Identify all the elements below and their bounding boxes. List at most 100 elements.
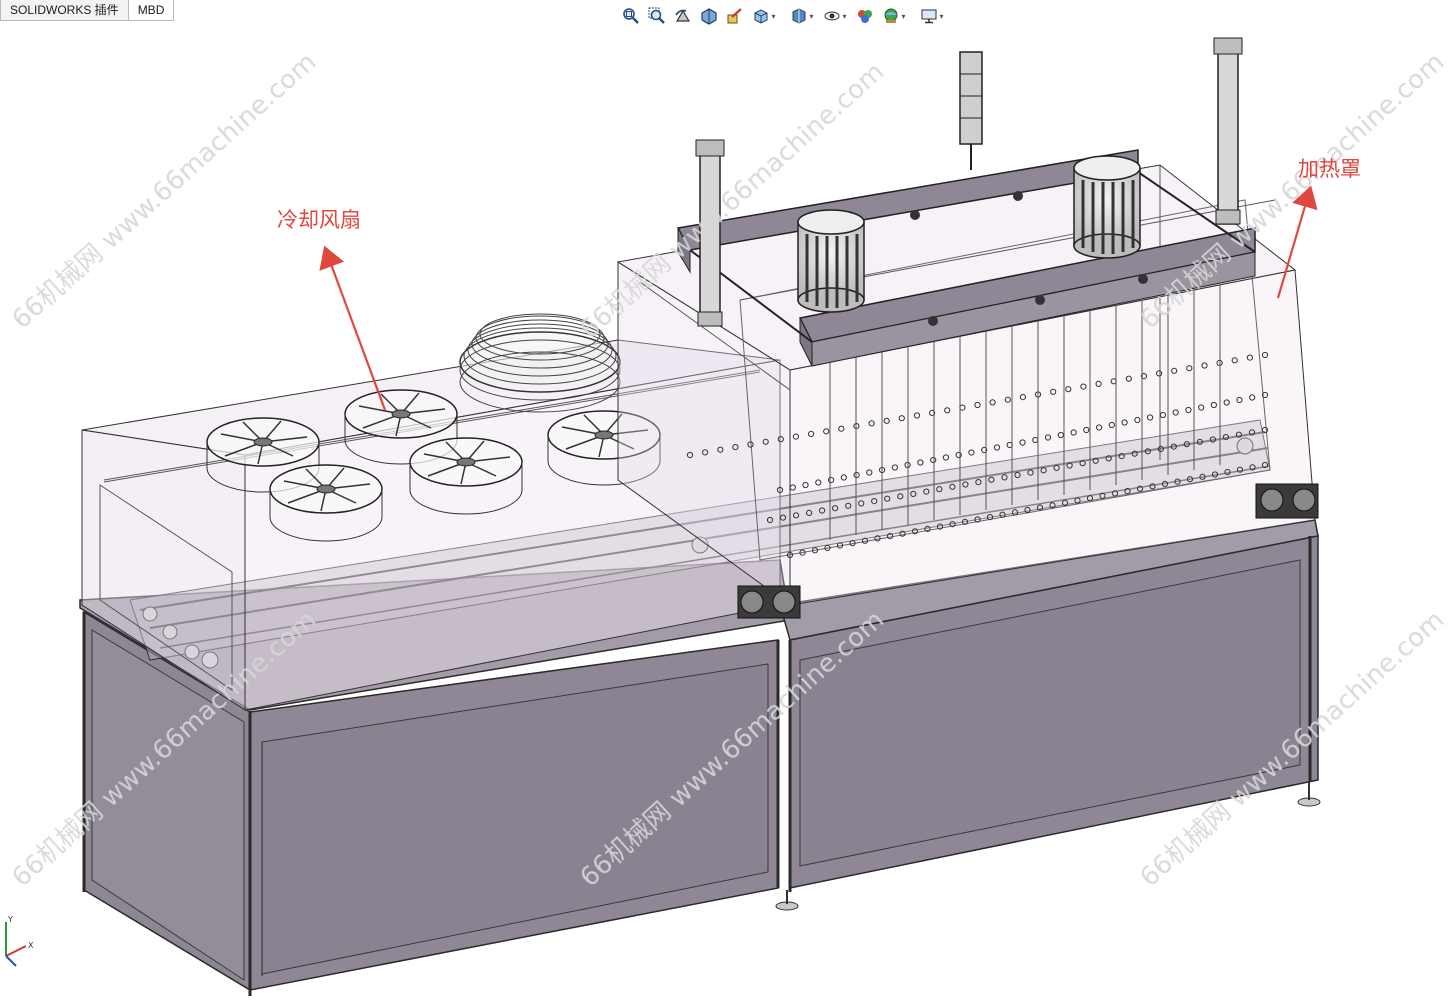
perforation-hole bbox=[1236, 466, 1244, 473]
perforation-hole bbox=[1161, 480, 1169, 487]
reference-triad: X Y bbox=[5, 915, 34, 967]
perforation-hole bbox=[840, 474, 847, 481]
previous-view-button[interactable] bbox=[670, 5, 695, 27]
dynamic-annotation-button[interactable] bbox=[722, 5, 747, 27]
view-settings-button[interactable]: ▾ bbox=[916, 5, 948, 27]
perforation-hole bbox=[1249, 394, 1256, 401]
perforation-hole bbox=[1183, 441, 1190, 448]
hide-show-items-button[interactable]: ▾ bbox=[819, 5, 851, 27]
perforation-hole bbox=[1170, 443, 1177, 450]
perforation-hole bbox=[1050, 388, 1057, 395]
perforation-hole bbox=[999, 511, 1006, 518]
perforation-hole bbox=[949, 521, 956, 528]
zoom-to-fit-button[interactable] bbox=[618, 5, 643, 27]
perforation-hole bbox=[811, 547, 819, 554]
signal-tower bbox=[959, 51, 983, 170]
edit-appearance-button[interactable] bbox=[852, 5, 877, 27]
perforation-hole bbox=[1144, 448, 1151, 455]
perforation-hole bbox=[1159, 411, 1167, 419]
perforation-hole bbox=[1095, 380, 1102, 387]
perforation-hole bbox=[838, 425, 845, 432]
perforation-hole bbox=[883, 417, 890, 424]
fan-1 bbox=[206, 417, 320, 493]
zoom-to-fit-icon bbox=[622, 8, 639, 24]
perforation-hole bbox=[1140, 373, 1148, 380]
perforation-hole bbox=[1136, 485, 1144, 492]
chevron-down-icon: ▾ bbox=[901, 11, 906, 21]
perforation-hole bbox=[986, 514, 994, 521]
perforation-hole bbox=[717, 446, 724, 453]
perforation-hole bbox=[1027, 469, 1034, 476]
display-style-button[interactable]: ▾ bbox=[786, 5, 818, 27]
perforation-hole bbox=[1086, 495, 1094, 502]
view-settings-icon bbox=[921, 9, 937, 24]
perforation-hole bbox=[897, 493, 904, 500]
perforation-hole bbox=[836, 542, 844, 549]
perforation-hole bbox=[1261, 351, 1269, 359]
perforation-hole bbox=[815, 479, 822, 486]
view-orientation-button[interactable]: ▾ bbox=[748, 5, 780, 27]
perforation-hole bbox=[792, 433, 800, 440]
fan-4 bbox=[409, 437, 523, 515]
perforation-hole bbox=[974, 401, 981, 409]
perforation-hole bbox=[824, 544, 831, 552]
perforation-hole bbox=[832, 505, 839, 512]
perforation-hole bbox=[1066, 462, 1073, 469]
perforation-hole bbox=[974, 516, 981, 523]
perforation-hole bbox=[911, 528, 919, 535]
perforation-hole bbox=[962, 481, 969, 488]
perforation-hole bbox=[1201, 362, 1208, 369]
perforation-hole bbox=[1147, 414, 1154, 421]
cooling-fan-arrow bbox=[319, 245, 387, 411]
perforation-hole bbox=[989, 399, 996, 406]
perforation-hole bbox=[1156, 370, 1163, 377]
zoom-to-area-button[interactable] bbox=[644, 5, 669, 27]
perforation-hole bbox=[1134, 416, 1141, 424]
cooling-fans bbox=[206, 313, 661, 542]
view-orientation-icon bbox=[754, 9, 768, 24]
perforation-hole bbox=[766, 516, 774, 524]
perforation-hole bbox=[929, 409, 936, 416]
perforation-hole bbox=[853, 471, 860, 479]
perforation-hole bbox=[849, 540, 856, 547]
perforation-hole bbox=[993, 444, 1001, 451]
perforation-hole bbox=[1172, 409, 1179, 416]
perforation-hole bbox=[806, 509, 813, 517]
perforation-hole bbox=[1149, 483, 1156, 490]
perforation-hole bbox=[1231, 357, 1238, 364]
triad-x-axis bbox=[5, 945, 27, 957]
section-view-button[interactable] bbox=[696, 5, 721, 27]
perforation-hole bbox=[942, 454, 950, 461]
perforation-hole bbox=[1105, 455, 1112, 462]
perforation-hole bbox=[1019, 394, 1027, 401]
motor-left bbox=[797, 209, 865, 313]
tab-solidworks-addins[interactable]: SOLIDWORKS 插件 bbox=[0, 0, 129, 21]
perforation-hole bbox=[968, 449, 975, 456]
left-cabinet bbox=[79, 559, 791, 996]
apply-scene-icon bbox=[884, 8, 898, 23]
chevron-down-icon: ▾ bbox=[842, 11, 847, 21]
press-frame bbox=[676, 149, 1256, 367]
perforation-hole bbox=[1261, 461, 1269, 469]
fan-5 bbox=[547, 410, 661, 486]
tab-mbd[interactable]: MBD bbox=[128, 0, 175, 21]
perforation-hole bbox=[799, 549, 806, 556]
perforation-hole bbox=[858, 500, 865, 507]
apply-scene-button[interactable]: ▾ bbox=[878, 5, 910, 27]
perforation-hole bbox=[1222, 434, 1230, 441]
perforation-hole bbox=[1223, 399, 1230, 406]
perforation-hole bbox=[891, 464, 899, 471]
fan-3 bbox=[269, 464, 383, 542]
perforation-hole bbox=[861, 537, 869, 544]
perforation-hole bbox=[1261, 426, 1269, 434]
perforation-hole bbox=[702, 449, 709, 456]
perforation-hole bbox=[899, 530, 906, 537]
perforation-hole bbox=[1248, 429, 1256, 436]
perforation-hole bbox=[823, 428, 830, 435]
perforation-hole bbox=[1092, 457, 1099, 464]
perforation-hole bbox=[975, 479, 982, 486]
perforation-hole bbox=[1044, 434, 1052, 441]
perforation-hole bbox=[1040, 467, 1047, 474]
